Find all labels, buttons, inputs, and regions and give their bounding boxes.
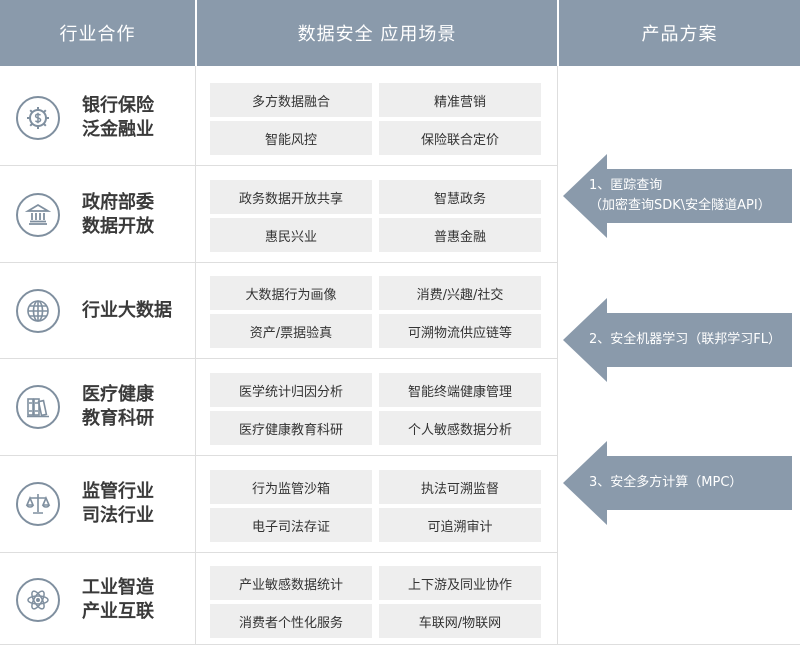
column-divider — [195, 66, 196, 645]
industry-regulation: 监管行业 司法行业 — [0, 456, 195, 552]
scenario-cell: 智能风控 — [210, 121, 372, 155]
scenario-cell: 电子司法存证 — [210, 508, 372, 542]
books-icon — [16, 385, 60, 429]
industry-label: 政府部委 数据开放 — [82, 192, 154, 237]
scenario-cell: 车联网/物联网 — [379, 604, 541, 638]
scenario-cell: 产业敏感数据统计 — [210, 566, 372, 600]
government-building-icon — [16, 193, 60, 237]
row-divider — [0, 165, 557, 166]
scenario-cell: 上下游及同业协作 — [379, 566, 541, 600]
header-separator — [195, 0, 197, 66]
row-divider — [0, 358, 557, 359]
atom-icon — [16, 578, 60, 622]
scales-icon — [16, 482, 60, 526]
row-divider — [0, 644, 800, 645]
scenario-cell: 医学统计归因分析 — [210, 373, 372, 407]
scenario-cell: 消费者个性化服务 — [210, 604, 372, 638]
industry-bigdata: 行业大数据 — [0, 263, 195, 359]
solution-arrow-3: 3、安全多方计算（MPC） — [563, 441, 792, 525]
solution-title: 2、安全机器学习（联邦学习FL） — [589, 332, 781, 347]
industry-label: 监管行业 司法行业 — [82, 481, 154, 526]
globe-icon — [16, 289, 60, 333]
scenario-cell: 执法可溯监督 — [379, 470, 541, 504]
industry-government: 政府部委 数据开放 — [0, 167, 195, 263]
solution-title: 3、安全多方计算（MPC） — [589, 475, 743, 490]
industry-healthcare: 医疗健康 教育科研 — [0, 359, 195, 455]
industry-manufacturing: 工业智造 产业互联 — [0, 552, 195, 648]
row-divider — [0, 262, 557, 263]
header-industry: 行业合作 — [0, 0, 195, 66]
solution-arrow-2: 2、安全机器学习（联邦学习FL） — [563, 298, 792, 382]
row-divider — [0, 552, 557, 553]
header-separator — [557, 0, 559, 66]
solution-title: 1、匿踪查询 — [589, 178, 663, 193]
scenario-cell: 普惠金融 — [379, 218, 541, 252]
scenario-cell: 大数据行为画像 — [210, 276, 372, 310]
industry-label: 银行保险 泛金融业 — [82, 95, 154, 140]
industry-banking: 银行保险 泛金融业 — [0, 70, 195, 166]
scenario-cell: 保险联合定价 — [379, 121, 541, 155]
industry-label: 工业智造 产业互联 — [82, 577, 154, 622]
scenario-cell: 智能终端健康管理 — [379, 373, 541, 407]
scenario-cell: 医疗健康教育科研 — [210, 411, 372, 445]
dollar-gear-icon — [16, 96, 60, 140]
header-scenarios: 数据安全 应用场景 — [197, 0, 557, 66]
scenario-cell: 资产/票据验真 — [210, 314, 372, 348]
scenario-cell: 个人敏感数据分析 — [379, 411, 541, 445]
industry-label: 医疗健康 教育科研 — [82, 384, 154, 429]
scenario-cell: 多方数据融合 — [210, 83, 372, 117]
scenario-cell: 惠民兴业 — [210, 218, 372, 252]
scenario-cell: 可溯物流供应链等 — [379, 314, 541, 348]
scenario-cell: 智慧政务 — [379, 180, 541, 214]
column-divider — [557, 66, 558, 645]
scenario-cell: 精准营销 — [379, 83, 541, 117]
solution-detail: （加密查询SDK\安全隧道API） — [589, 198, 771, 213]
header-solutions: 产品方案 — [559, 0, 800, 66]
solution-arrow-1: 1、匿踪查询 （加密查询SDK\安全隧道API） — [563, 154, 792, 238]
industry-label: 行业大数据 — [82, 300, 172, 321]
row-divider — [0, 455, 557, 456]
scenario-cell: 消费/兴趣/社交 — [379, 276, 541, 310]
scenario-cell: 可追溯审计 — [379, 508, 541, 542]
scenario-cell: 行为监管沙箱 — [210, 470, 372, 504]
scenario-cell: 政务数据开放共享 — [210, 180, 372, 214]
